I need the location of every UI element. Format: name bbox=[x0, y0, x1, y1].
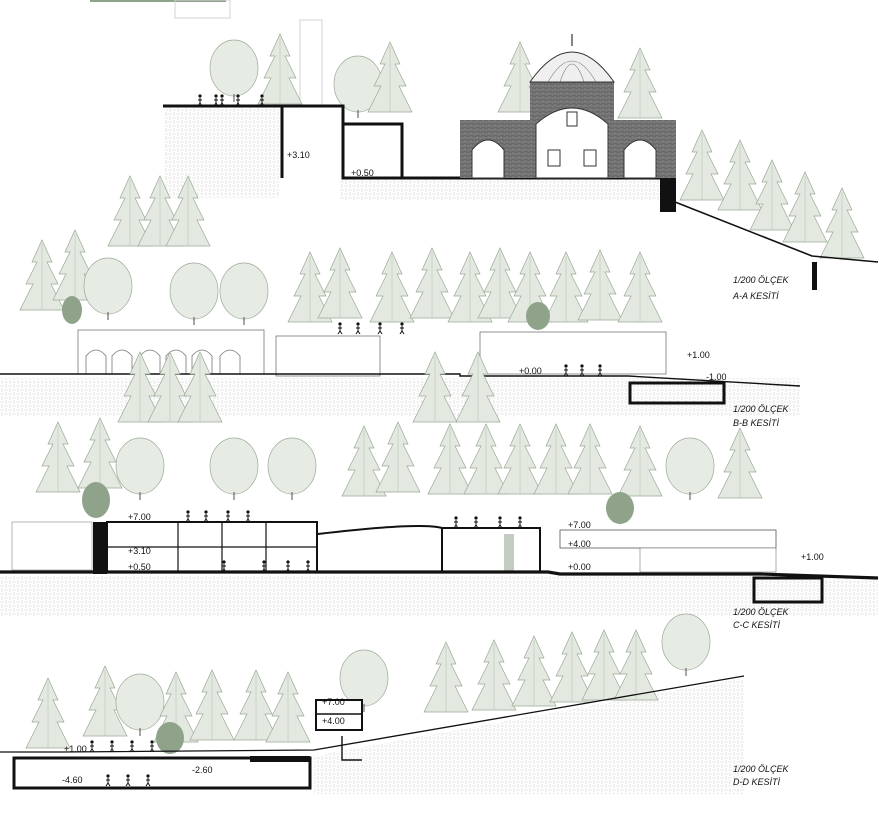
level-label: +1.00 bbox=[687, 350, 710, 360]
section-scale: 1/200 ÖLÇEK bbox=[733, 275, 790, 285]
level-label: -4.60 bbox=[62, 775, 83, 785]
level-label: +0.50 bbox=[351, 168, 374, 178]
background-building bbox=[174, 0, 231, 19]
ground-fill-a-left bbox=[165, 108, 279, 198]
level-label: +1.00 bbox=[801, 552, 824, 562]
underground-room-b bbox=[628, 381, 726, 405]
underground-room-d bbox=[12, 756, 312, 790]
level-label: +3.10 bbox=[287, 150, 310, 160]
section-caption: C-C KESİTİ bbox=[733, 620, 781, 630]
section-c-c: +7.00 +3.10 +0.50 +7.00 +4.00 +0.00 +1.0… bbox=[0, 351, 879, 630]
section-caption: A-A KESİTİ bbox=[732, 291, 779, 301]
section-scale: 1/200 ÖLÇEK bbox=[733, 764, 790, 774]
underground-room-c bbox=[752, 576, 824, 604]
ground-fill-c bbox=[0, 576, 878, 616]
level-label: +1.00 bbox=[64, 744, 87, 754]
ground-fill-d bbox=[314, 678, 744, 794]
tree-group-d bbox=[25, 613, 711, 754]
level-label: +7.00 bbox=[128, 512, 151, 522]
terrain-line-b bbox=[0, 373, 801, 387]
level-label: +0.50 bbox=[128, 562, 151, 572]
sheet-top-rule bbox=[90, 0, 226, 2]
section-d-d: +7.00 +4.00 +1.00 -4.60 -2.60 1/200 ÖLÇE… bbox=[0, 613, 790, 794]
section-scale: 1/200 ÖLÇEK bbox=[733, 404, 790, 414]
section-caption: D-D KESİTİ bbox=[733, 777, 781, 787]
retaining-wall-a bbox=[812, 262, 817, 290]
level-label: +0.00 bbox=[519, 366, 542, 376]
section-b-b: +1.00 +0.00 -1.00 1/200 ÖLÇEK B-B KESİTİ bbox=[0, 175, 801, 428]
level-label: +3.10 bbox=[128, 546, 151, 556]
level-label: +0.00 bbox=[568, 562, 591, 572]
section-a-a: +3.10 +0.50 1/200 ÖLÇEK A-A KESİTİ bbox=[163, 0, 879, 301]
level-label: +4.00 bbox=[568, 539, 591, 549]
tree-group-b bbox=[19, 175, 663, 330]
section-scale: 1/200 ÖLÇEK bbox=[733, 607, 790, 617]
section-caption: B-B KESİTİ bbox=[733, 418, 780, 428]
level-label: -2.60 bbox=[192, 765, 213, 775]
terrain-line-d bbox=[0, 675, 745, 753]
ground-fill-a-mid bbox=[340, 180, 670, 200]
building-section-c bbox=[11, 521, 777, 574]
background-building bbox=[299, 19, 323, 107]
section-cut-line-c bbox=[0, 570, 879, 580]
level-label: +4.00 bbox=[322, 716, 345, 726]
mosque-elevation bbox=[460, 34, 676, 212]
level-label: -1.00 bbox=[706, 372, 727, 382]
arcade-building bbox=[77, 329, 667, 377]
tree-group-c bbox=[35, 351, 763, 524]
terrain-line-a bbox=[669, 199, 879, 263]
level-label: +7.00 bbox=[568, 520, 591, 530]
pavilion-d bbox=[315, 699, 363, 731]
level-label: +7.00 bbox=[322, 697, 345, 707]
